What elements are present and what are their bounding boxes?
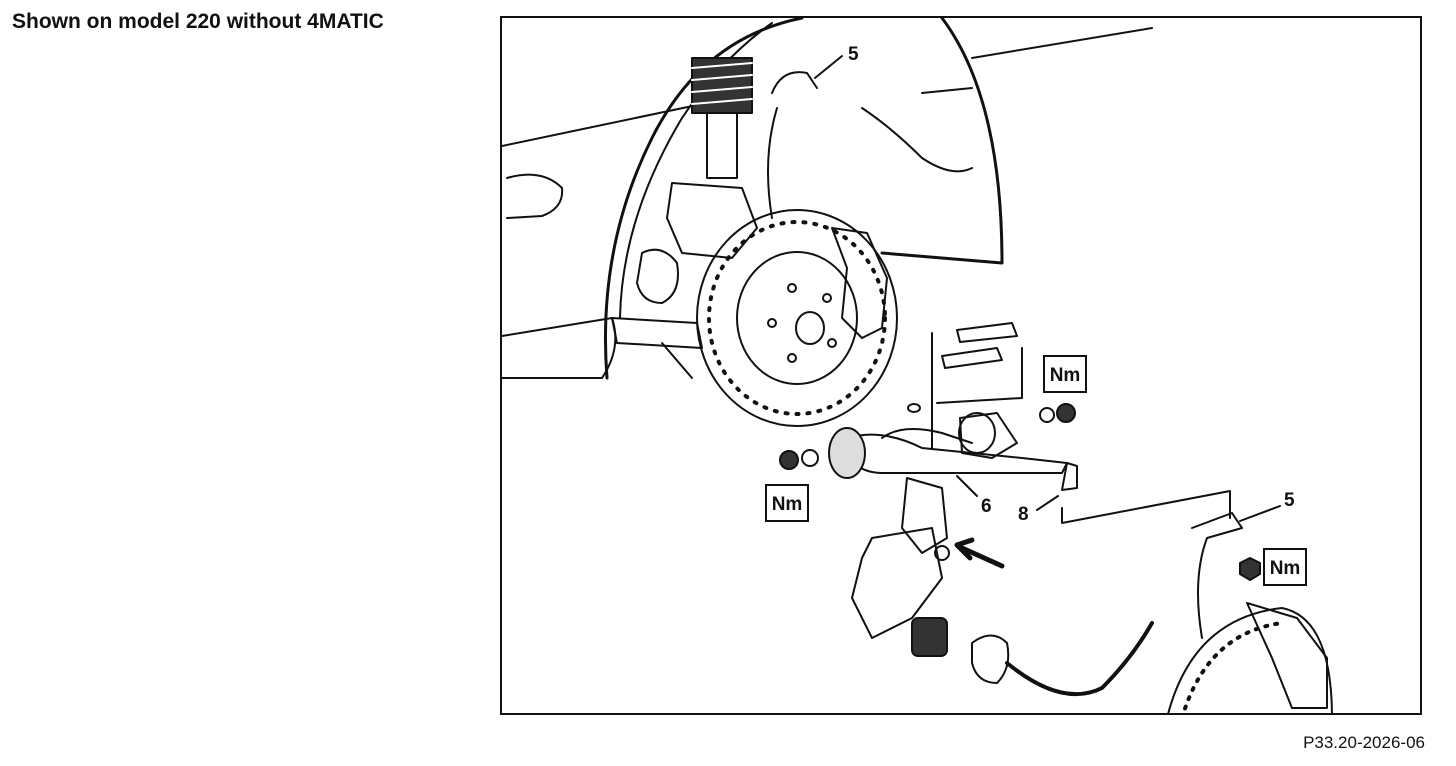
strut-bracket xyxy=(767,71,818,219)
steering-knuckle xyxy=(666,182,758,259)
leader-arrow xyxy=(954,537,1005,569)
washer-left xyxy=(801,449,819,467)
coil-spring xyxy=(691,57,753,114)
brake-caliper-front xyxy=(831,227,888,339)
leader-5-right xyxy=(1239,505,1281,522)
leader-6 xyxy=(956,475,978,497)
tie-rod xyxy=(661,342,693,379)
wheel-arch xyxy=(604,18,804,380)
figure-caption: Shown on model 220 without 4MATIC xyxy=(12,10,384,33)
connection-line xyxy=(1061,490,1231,524)
washer-right-top xyxy=(1039,407,1055,423)
knuckle-right xyxy=(1191,512,1243,639)
body-panel-line xyxy=(502,103,703,379)
callout-5-right: 5 xyxy=(1284,490,1295,511)
lower-bolt xyxy=(934,545,950,561)
svg-text:Nm: Nm xyxy=(1050,365,1081,386)
bolt-bracket-line xyxy=(931,332,1023,449)
nut-right xyxy=(1239,557,1261,581)
brake-disc-front xyxy=(696,209,898,427)
torque-box-left: Nm xyxy=(765,484,809,522)
sill-outline xyxy=(506,173,564,219)
bolts-top xyxy=(941,322,1018,369)
fender-liner xyxy=(880,18,1004,265)
nut-right-top xyxy=(1056,403,1076,423)
sensor-connector xyxy=(911,617,1154,697)
svg-text:Nm: Nm xyxy=(772,494,803,515)
upper-control-arm xyxy=(828,412,1068,479)
callout-5-top: 5 xyxy=(848,44,859,65)
ball-joint xyxy=(1061,462,1078,491)
leader-5-top xyxy=(814,55,843,79)
strut-body xyxy=(706,112,738,179)
fender-liner-line xyxy=(861,27,1153,173)
figure-id: P33.20-2026-06 xyxy=(1303,733,1425,752)
callout-6: 6 xyxy=(981,496,992,517)
wheel-arch-inner xyxy=(619,22,773,319)
torque-box-right: Nm xyxy=(1263,548,1307,586)
nut-left xyxy=(779,450,799,470)
lower-arm xyxy=(611,317,703,349)
small-bushing xyxy=(907,403,921,413)
svg-text:Nm: Nm xyxy=(1270,558,1301,579)
diagram-frame: 5 6 8 5 Nm Nm Nm xyxy=(500,16,1422,715)
brake-disc-right xyxy=(1167,607,1333,713)
brake-caliper-right xyxy=(1246,602,1328,709)
leader-8 xyxy=(1036,495,1059,511)
wheel-hub-left xyxy=(636,248,679,304)
suspension-diagram: 5 6 8 5 Nm Nm Nm xyxy=(502,18,1333,713)
torque-box-top: Nm xyxy=(1043,355,1087,393)
mount-bracket xyxy=(901,477,948,554)
lower-mount xyxy=(851,527,943,639)
callout-8: 8 xyxy=(1018,504,1029,525)
